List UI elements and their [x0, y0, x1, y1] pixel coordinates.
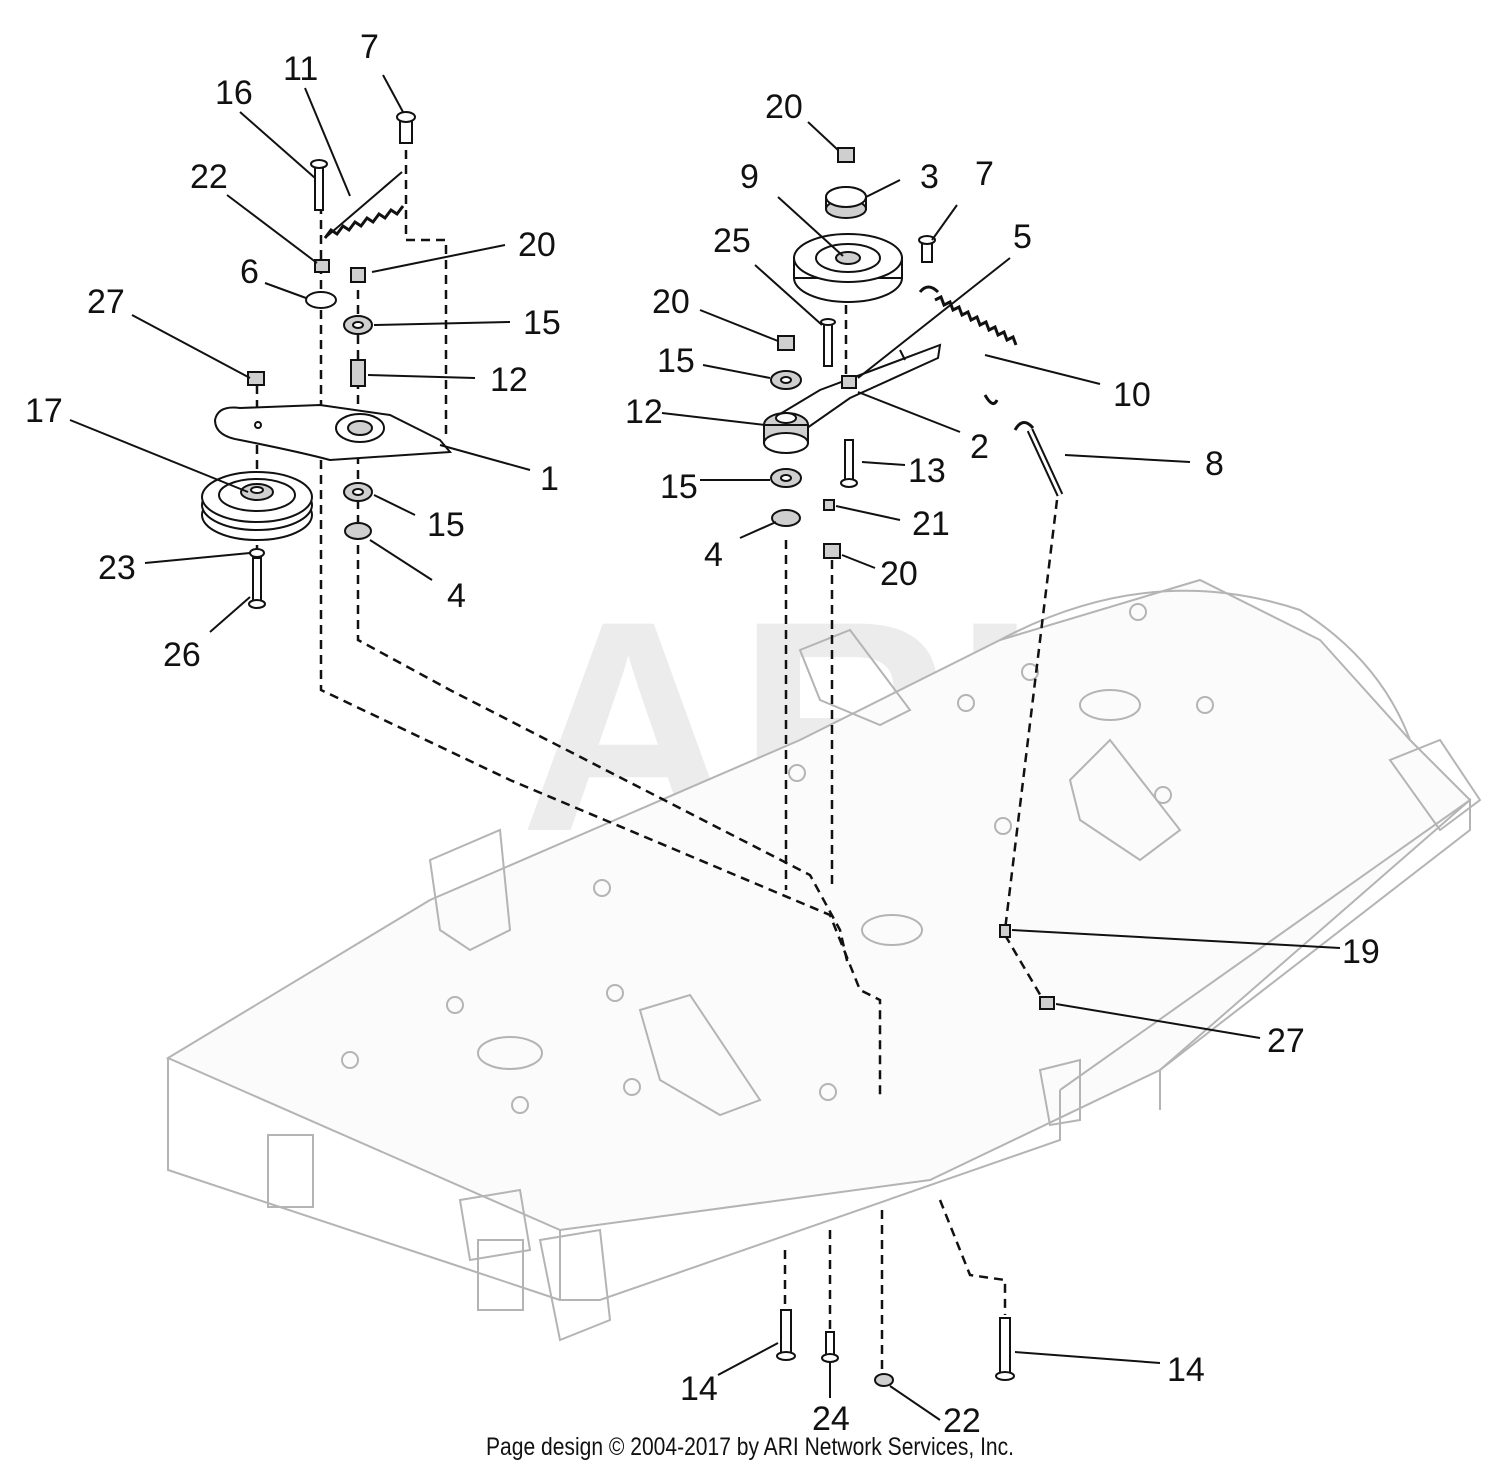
callout-15-right-top: 15: [657, 342, 695, 380]
nut-22-bottom: [874, 1373, 894, 1387]
washer-4-right: [771, 509, 801, 527]
left-idler-assembly: [201, 111, 453, 609]
bolt-19: [999, 924, 1011, 938]
bottom-hardware: [776, 1309, 1015, 1387]
callout-23: 23: [98, 549, 136, 587]
callout-9: 9: [740, 158, 759, 196]
callout-17: 17: [25, 392, 63, 430]
nut-20-right-mid: [777, 335, 795, 351]
bolt-14-right: [999, 1317, 1011, 1377]
washer-5: [841, 375, 857, 389]
spring-11: [323, 171, 405, 239]
bolt-14-left: [780, 1309, 792, 1357]
nut-27-right: [1039, 996, 1055, 1010]
callout-16: 16: [215, 74, 253, 112]
callout-15-left-bottom: 15: [427, 506, 465, 544]
callout-4-left: 4: [447, 577, 466, 615]
callout-12-left: 12: [490, 361, 528, 399]
leader-lines: [69, 74, 1341, 1421]
right-idler-assembly: [763, 147, 1064, 1010]
callout-11: 11: [283, 50, 318, 88]
bolt-25: [823, 321, 833, 367]
nut-27-left: [247, 371, 265, 386]
callout-5: 5: [1013, 218, 1032, 256]
callout-12-right: 12: [625, 393, 663, 431]
callout-27-left: 27: [87, 283, 125, 321]
callout-2: 2: [970, 428, 989, 466]
callout-7-left: 7: [360, 28, 379, 66]
callout-6: 6: [240, 253, 259, 291]
bolt-13: [844, 439, 854, 483]
nut-20-left: [350, 267, 366, 283]
callout-27-right: 27: [1267, 1022, 1305, 1060]
callout-10: 10: [1113, 376, 1151, 414]
nut-21: [823, 499, 835, 511]
callout-22-bottom: 22: [943, 1402, 981, 1440]
washer-6: [305, 291, 337, 309]
callout-3: 3: [920, 158, 939, 196]
bolt-16: [314, 164, 324, 211]
pulley-17: [201, 471, 313, 541]
callout-20-right-mid: 20: [652, 283, 690, 321]
callout-20-left: 20: [518, 226, 556, 264]
nut-22-left: [314, 259, 330, 273]
callout-13: 13: [908, 452, 946, 490]
spring-10: [918, 285, 1018, 405]
callout-14-right: 14: [1167, 1351, 1205, 1389]
idler-arm-1: [213, 403, 453, 462]
callout-4-right: 4: [704, 536, 723, 574]
callout-22-left: 22: [190, 158, 228, 196]
nut-20-right-top: [837, 147, 855, 163]
spacer-12-left: [350, 359, 366, 387]
callout-15-right-bottom: 15: [660, 468, 698, 506]
copyright-footer: Page design © 2004-2017 by ARI Network S…: [486, 1433, 1014, 1461]
callout-19: 19: [1342, 933, 1380, 971]
rod-8: [1013, 421, 1064, 497]
callout-7-right: 7: [975, 155, 994, 193]
callout-15-left-top: 15: [523, 304, 561, 342]
callout-26: 26: [163, 636, 201, 674]
callout-25: 25: [713, 222, 751, 260]
callout-20-right-bottom: 20: [880, 555, 918, 593]
washer-23: [249, 548, 265, 558]
mower-deck: [165, 578, 1482, 1342]
callout-14-left: 14: [680, 1370, 718, 1408]
callout-1: 1: [540, 460, 559, 498]
pulley-9: [793, 233, 903, 303]
callout-20-right-top: 20: [765, 88, 803, 126]
callout-21: 21: [912, 505, 950, 543]
callout-8: 8: [1205, 445, 1224, 483]
nut-20-right-bottom: [823, 543, 841, 559]
washer-4-left: [344, 522, 372, 540]
bolt-26: [252, 557, 262, 604]
callout-24: 24: [812, 1400, 850, 1438]
callouts: 7 11 16 22 6 20 15 12 27 17 1 15 4 23 26…: [25, 28, 1380, 1440]
